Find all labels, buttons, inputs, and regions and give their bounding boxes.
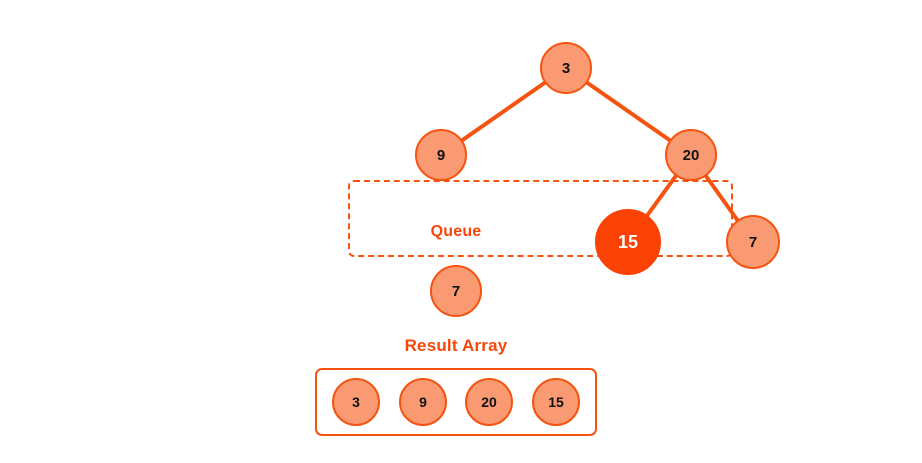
- tree-node-9[interactable]: 9: [415, 129, 467, 181]
- result-array-title: Result Array: [404, 336, 508, 355]
- result-cell-20[interactable]: 20: [465, 378, 513, 426]
- tree-node-7[interactable]: 7: [726, 215, 780, 269]
- queue-label: Queue: [430, 223, 482, 240]
- queue-item-7[interactable]: 7: [430, 265, 482, 317]
- queue-container: [348, 180, 733, 257]
- result-cell-3[interactable]: 3: [332, 378, 380, 426]
- tree-node-15[interactable]: 15: [595, 209, 661, 275]
- tree-node-3[interactable]: 3: [540, 42, 592, 94]
- result-cell-15[interactable]: 15: [532, 378, 580, 426]
- result-array-container: [315, 368, 597, 436]
- result-cell-9[interactable]: 9: [399, 378, 447, 426]
- tree-node-20[interactable]: 20: [665, 129, 717, 181]
